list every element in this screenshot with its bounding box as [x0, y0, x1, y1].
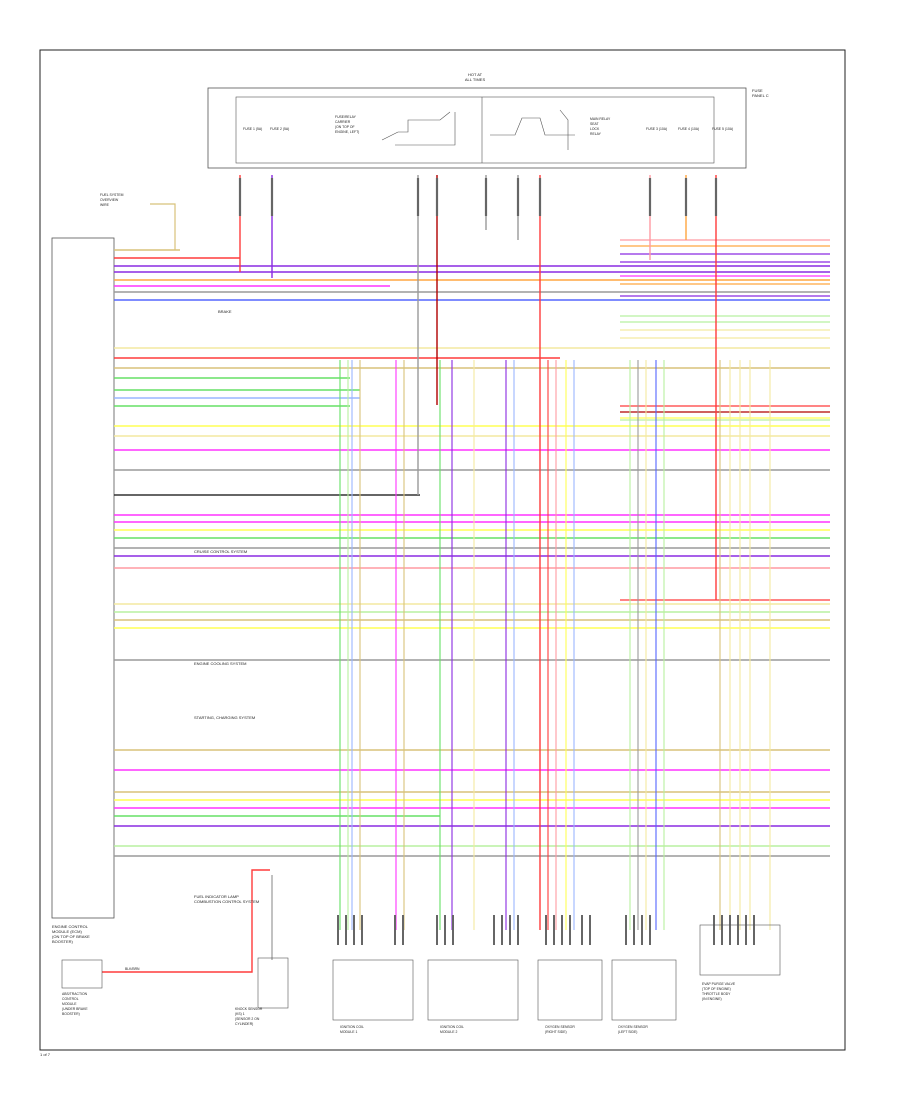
fuse-panel-outline: [207, 87, 747, 169]
relay-contact-right: [490, 109, 575, 150]
note-combustion: COMBUSTION CONTROL SYSTEM: [194, 899, 259, 904]
fuse-panel-side-2: PANEL C: [752, 93, 769, 98]
ecm-connector: [51, 237, 115, 919]
note-cooling: ENGINE COOLING SYSTEM: [194, 661, 246, 666]
fuse-label-5: FUSE 5 (10A): [712, 127, 733, 131]
oxygen-sensor-right-label-1: OXYGEN SENSOR: [545, 1025, 575, 1029]
wire-134: [150, 203, 176, 250]
abs-module-box: [61, 959, 103, 989]
fuse-panel-title-2: ALL TIMES: [465, 77, 486, 82]
ignition-module-b-label-2: MODULE 2: [440, 1030, 457, 1034]
oxygen-sensor-left-label-1: OXYGEN SENSOR: [618, 1025, 648, 1029]
ignition-module-a-label-1: IGNITION COIL: [340, 1025, 364, 1029]
knock-sensor-box: [257, 957, 289, 1009]
wire-132: [102, 869, 270, 973]
oxygen-sensor-right-box: [537, 959, 603, 1021]
note-brake: BRAKE: [218, 309, 232, 314]
evap-valve-box: [699, 924, 781, 976]
fuse-panel-title-1: HOT AT: [468, 72, 483, 77]
evap-valve-label-4: (IN ENGINE): [702, 997, 722, 1001]
fuse-panel-inner: [235, 96, 715, 164]
oxygen-sensor-left-label-2: (LEFT SIDE): [618, 1030, 637, 1034]
bottom-components: KNOCK SENSOR (KS) 1 (SENSOR 2 ON CYLINDE…: [61, 924, 781, 1034]
abs-module-label-3: MODULE: [62, 1002, 77, 1006]
ref-label-1: FUEL SYSTEM: [100, 193, 124, 197]
knock-sensor-label-4: CYLINDER): [235, 1022, 253, 1026]
page-number: 1 of 7: [40, 1052, 51, 1057]
relay-right-label-2: SEAT: [590, 122, 599, 126]
page-frame: [39, 49, 846, 1051]
relay-left-label-2: CARRIER: [335, 120, 351, 124]
oxygen-sensor-left-box: [611, 959, 677, 1021]
fuse-label-4: FUSE 4 (10A): [678, 127, 699, 131]
ignition-module-b-box: [427, 959, 519, 1021]
evap-valve-label-1: EVAP PURGE VALVE: [702, 982, 736, 986]
evap-valve-label-3: THROTTLE BODY: [702, 992, 731, 996]
fuse-label-2: FUSE 2 (5A): [270, 127, 289, 131]
fuse-label-1: FUSE 1 (5A): [243, 127, 262, 131]
knock-sensor-label-2: (KS) 1: [235, 1012, 245, 1016]
abs-module-label-4: (UNDER BRAKE: [62, 1007, 88, 1011]
ref-label-3: WIRE: [100, 203, 110, 207]
ecm-label-1: ENGINE CONTROL: [52, 924, 89, 929]
relay-contact-left: [381, 111, 456, 146]
oxygen-sensor-right-label-2: (RIGHT SIDE): [545, 1030, 567, 1034]
note-indicator: FUEL INDICATOR LAMP: [194, 894, 239, 899]
ecm-label-2: MODULE (ECM): [52, 929, 82, 934]
ground-wire-label: BLK/BRN: [125, 967, 140, 971]
fuse-label-3: FUSE 3 (10A): [646, 127, 667, 131]
fuse-panel: HOT AT ALL TIMES FUSE PANEL C FUSE 1 (5A…: [207, 72, 769, 169]
fuse-panel-side-1: FUSE: [752, 88, 763, 93]
abs-module-label-5: BOOSTER): [62, 1012, 80, 1016]
evap-valve-label-2: (TOP OF ENGINE): [702, 987, 731, 991]
relay-right-label-1: MAIN RELAY: [590, 117, 611, 121]
relay-left-label-4: ENGINE, LEFT): [335, 130, 359, 134]
wire-layer: [102, 175, 830, 973]
note-starting: STARTING, CHARGING SYSTEM: [194, 715, 255, 720]
relay-right-label-4: RELAY: [590, 132, 602, 136]
relay-left-label-1: FUSE/RELAY: [335, 115, 357, 119]
knock-sensor-label-3: (SENSOR 2 ON: [235, 1017, 260, 1021]
relay-right-label-3: LOCK: [590, 127, 600, 131]
ref-label-2: OVERVIEW: [100, 198, 119, 202]
abs-module-label-1: ABS/TRACTION: [62, 992, 88, 996]
ecm-label-3: (ON TOP OF BRAKE: [52, 934, 90, 939]
ignition-module-b-label-1: IGNITION COIL: [440, 1025, 464, 1029]
ecm-label-4: BOOSTER): [52, 939, 74, 944]
relay-left-label-3: (ON TOP OF: [335, 125, 355, 129]
ignition-module-a-label-2: MODULE 1: [340, 1030, 357, 1034]
abs-module-label-2: CONTROL: [62, 997, 79, 1001]
ignition-module-a-box: [332, 959, 414, 1021]
note-cruise: CRUISE CONTROL SYSTEM: [194, 549, 247, 554]
knock-sensor-label-1: KNOCK SENSOR: [235, 1007, 263, 1011]
ecm-module: ENGINE CONTROL MODULE (ECM) (ON TOP OF B…: [51, 237, 115, 944]
